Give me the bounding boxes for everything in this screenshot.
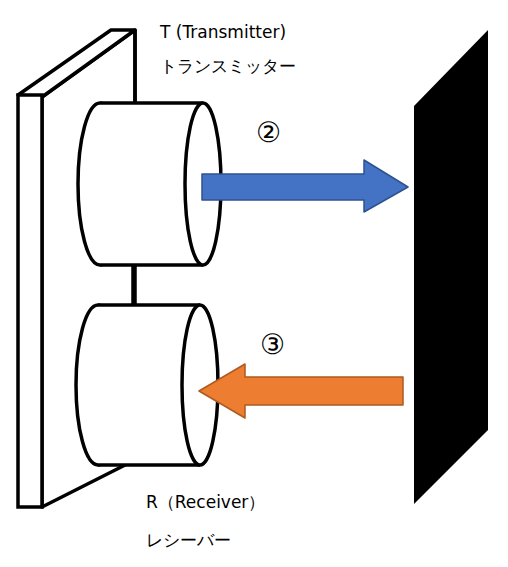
receiver-cylinder <box>76 305 218 465</box>
part-name: R（Receiver） <box>146 492 265 512</box>
board-top <box>18 30 135 97</box>
emitted-wave-arrow <box>202 160 408 212</box>
transmitter-cylinder <box>78 103 221 265</box>
reflected-wave-arrow <box>199 364 403 418</box>
callout-number: ③ <box>260 328 285 362</box>
board-line <box>131 265 135 305</box>
board-edge <box>18 95 42 507</box>
part-name: T (Transmitter) <box>160 22 286 42</box>
reflecting-wall <box>414 30 488 504</box>
callout-number: ② <box>256 116 281 150</box>
part-name: レシーバー <box>146 530 231 550</box>
part-name: トランスミッター <box>160 56 296 76</box>
board-line <box>133 30 137 104</box>
